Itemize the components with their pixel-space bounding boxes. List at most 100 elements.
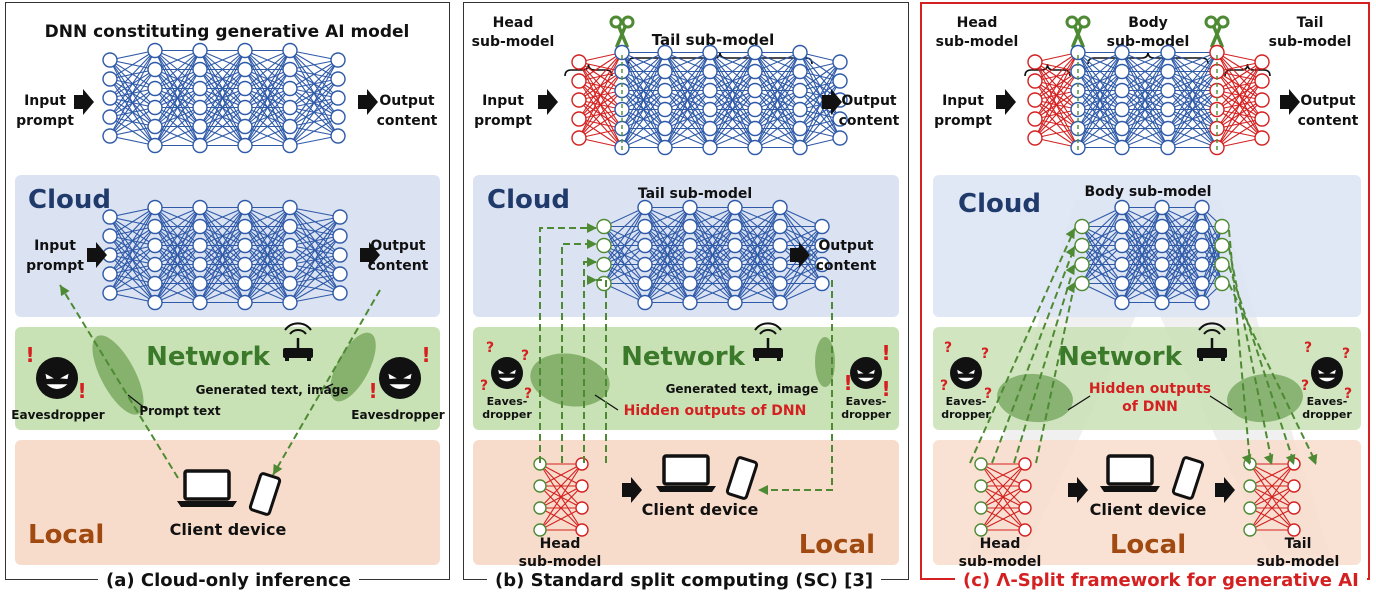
nn-node xyxy=(747,44,763,61)
nn-connection xyxy=(289,135,339,147)
panel-b-caption: (b) Standard split computing (SC) [3] xyxy=(487,570,882,591)
panel-a-eavesdropper-right-icon xyxy=(379,357,421,399)
panel-c-head-label: Head xyxy=(957,15,998,31)
panel-b-output-label: Output xyxy=(841,93,897,109)
nn-connection xyxy=(154,125,201,147)
nn-connection xyxy=(154,69,201,146)
nn-connection xyxy=(689,264,736,303)
panel-b-head-label: sub-model xyxy=(472,34,555,50)
nn-connection xyxy=(689,245,736,303)
nn-connection xyxy=(244,50,291,146)
panel-a-note-prompt: Prompt text xyxy=(139,404,221,418)
eye xyxy=(403,373,412,380)
nn-connection xyxy=(154,88,201,146)
nn-node xyxy=(192,237,208,254)
panel-c-hidden-flow-up xyxy=(1013,263,1076,464)
eye xyxy=(957,369,964,374)
panel-c-local-head-label: sub-model xyxy=(959,554,1042,570)
nn-connection xyxy=(109,50,156,99)
panel-b-hidden-outputs: Hidden outputs of DNN xyxy=(624,403,807,419)
panel-c-hidden-outputs: Hidden outputs xyxy=(1089,381,1211,397)
nn-node xyxy=(974,501,988,515)
nn-connection xyxy=(664,127,711,149)
nn-node xyxy=(1027,111,1043,127)
nn-node xyxy=(1160,82,1176,99)
nn-node xyxy=(1214,275,1230,292)
nn-node xyxy=(1214,256,1230,273)
nn-connection xyxy=(734,245,781,303)
nn-connection xyxy=(1034,71,1079,139)
mouth xyxy=(499,377,515,382)
nn-connection xyxy=(154,207,201,303)
nn-node xyxy=(237,99,253,116)
nn-node xyxy=(282,294,298,311)
nn-connection xyxy=(644,207,691,284)
nn-connection xyxy=(244,282,291,304)
nn-node xyxy=(237,294,253,311)
nn-connection xyxy=(109,50,156,118)
nn-node xyxy=(282,256,298,273)
router-foot xyxy=(1199,358,1203,361)
eye xyxy=(509,369,516,374)
nn-connection xyxy=(1077,52,1123,148)
panel-a-eavesdropper-left-icon xyxy=(36,357,78,399)
nn-connection xyxy=(1167,127,1218,149)
eye xyxy=(868,369,875,374)
eye xyxy=(857,369,864,374)
nn-connection xyxy=(1167,52,1218,129)
question-icon: ? xyxy=(981,346,989,362)
panel-c-output-label: content xyxy=(1298,113,1359,129)
nn-connection xyxy=(289,235,341,303)
panel-a-cloud-output: content xyxy=(368,258,429,274)
nn-connection xyxy=(578,52,623,139)
panel-b-top-network xyxy=(571,44,848,156)
nn-node xyxy=(682,218,698,235)
nn-node xyxy=(192,275,208,292)
nn-node xyxy=(237,80,253,97)
leader-line xyxy=(127,394,147,410)
nn-connection xyxy=(621,127,666,149)
nn-node xyxy=(571,92,587,108)
nn-node xyxy=(682,294,698,311)
nn-node xyxy=(192,80,208,97)
nn-node xyxy=(237,199,253,216)
nn-node xyxy=(974,523,988,537)
nn-node xyxy=(1254,130,1270,146)
nn-connection xyxy=(289,216,341,303)
nn-connection xyxy=(734,264,781,303)
phone-body xyxy=(248,472,282,516)
nn-connection xyxy=(799,61,841,110)
nn-connection xyxy=(664,52,711,110)
nn-node xyxy=(792,139,808,156)
panel-b-cloud-label: Cloud xyxy=(487,185,570,215)
nn-connection xyxy=(664,51,711,73)
scissors-blade xyxy=(1210,25,1224,48)
nn-connection xyxy=(1161,207,1203,246)
nn-node xyxy=(1114,275,1130,292)
question-icon: ? xyxy=(984,386,992,402)
nn-connection xyxy=(603,207,646,284)
nn-node xyxy=(1287,523,1301,537)
panel-a-cloud-output-arrow xyxy=(360,242,380,268)
panel-c-cloud-label: Cloud xyxy=(958,189,1041,219)
nn-connection xyxy=(664,52,711,148)
nn-connection xyxy=(154,49,201,71)
nn-node xyxy=(772,294,788,311)
nn-connection xyxy=(1034,52,1079,82)
arrowhead xyxy=(273,463,283,475)
nn-connection xyxy=(154,207,201,284)
nn-connection xyxy=(154,206,201,228)
nn-node xyxy=(330,52,346,68)
nn-node xyxy=(1194,237,1210,254)
nn-node xyxy=(1027,73,1043,89)
panel-b-output-label: content xyxy=(839,113,900,129)
nn-node xyxy=(237,256,253,273)
nn-connection xyxy=(1081,207,1123,265)
nn-node xyxy=(282,99,298,116)
panel-c-local-head-label: Head xyxy=(980,536,1021,552)
panel-a-cloud-output: Output xyxy=(370,238,426,254)
panel-a-title: DNN constituting generative AI model xyxy=(45,22,410,42)
panel-b-local-head-network xyxy=(533,457,589,537)
nn-node xyxy=(332,266,348,282)
